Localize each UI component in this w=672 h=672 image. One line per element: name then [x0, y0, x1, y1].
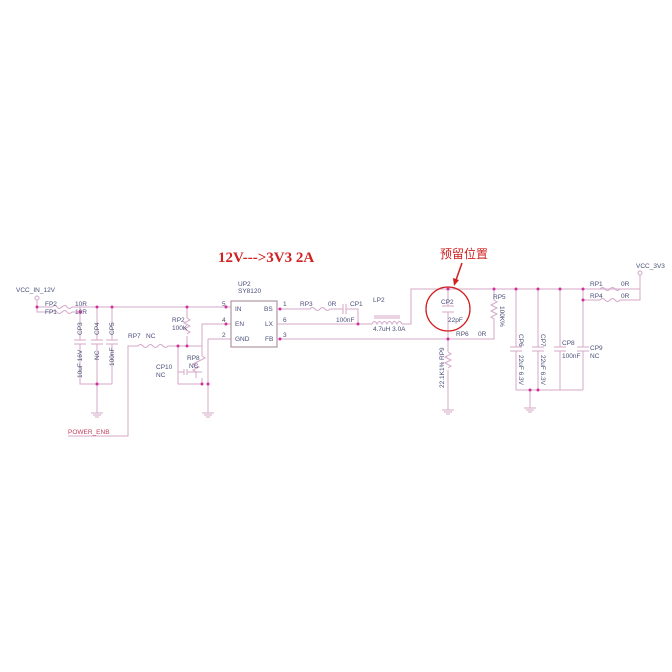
rp2-ref: RP2 — [172, 317, 185, 324]
pin-bs: BS — [264, 306, 273, 313]
rp5-value: 100K% — [498, 306, 505, 327]
cp5-ref: CP5 — [109, 322, 116, 335]
cp10-value: NC — [156, 372, 166, 379]
ground-icon — [201, 404, 215, 418]
rp9-value: 22.1K1% — [439, 361, 446, 388]
cp6-ref: CP6 — [517, 334, 524, 347]
rp6-ref: RP6 — [456, 331, 469, 338]
rp7-ref: RP7 — [128, 333, 141, 340]
rp5-ref: RP5 — [493, 294, 506, 301]
ic-part: SY8120 — [238, 288, 262, 295]
rp8-value: NC — [189, 363, 199, 370]
cp4-value: NC — [94, 350, 101, 360]
wires-output — [510, 275, 641, 400]
cp5-value: 100nF — [109, 348, 116, 366]
annotation-arrow — [455, 262, 463, 281]
rp7-value: NC — [146, 333, 156, 340]
pin-in: IN — [235, 306, 242, 313]
fp2-value: 10R — [75, 301, 87, 308]
rp3-ref: RP3 — [300, 301, 313, 308]
cp10-ref: CP10 — [156, 364, 173, 371]
ground-icon — [90, 404, 104, 418]
cp1-ref: CP1 — [350, 301, 363, 308]
pin-num-lx: 6 — [283, 317, 287, 324]
title: 12V--->3V3 2A — [218, 250, 314, 266]
port-vin-icon — [34, 295, 40, 301]
cp6-value: 22uF 6.3V — [517, 355, 524, 386]
cp7-value: 22uF 6.3V — [539, 355, 546, 386]
ground-icon — [523, 399, 537, 413]
rp1-ref: RP1 — [590, 281, 603, 288]
ic-ref: UP2 — [238, 281, 251, 288]
pin-num-gnd: 2 — [222, 332, 226, 339]
cp8-value: 100nF — [562, 353, 580, 360]
port-vout-icon — [637, 270, 643, 276]
cp1-value: 100nF — [336, 317, 354, 324]
junctions — [35, 287, 585, 392]
net-enable: POWER_ENB — [68, 429, 110, 436]
pin-num-en: 4 — [222, 317, 226, 324]
cp3-value: 10uF 16V — [77, 349, 84, 378]
fp2-ref: FP2 — [45, 301, 57, 308]
ground-icon — [441, 401, 455, 415]
rp9-ref: RP9 — [439, 347, 446, 360]
cp2-ref: CP2 — [441, 299, 454, 306]
rp8-ref: RP8 — [187, 355, 200, 362]
pin-en: EN — [235, 321, 244, 328]
cp9-value: NC — [590, 353, 600, 360]
lp2-value: 4.7uH 3.0A — [373, 326, 406, 333]
net-vin: VCC_IN_12V — [16, 287, 56, 294]
reserved-circle — [425, 286, 471, 332]
cp2-value: 22pF — [448, 317, 463, 324]
wires-enable — [68, 307, 231, 437]
rp1-value: 0R — [621, 281, 630, 288]
wires-switch — [277, 288, 640, 402]
rp2-value: 100K — [172, 325, 188, 332]
cp9-ref: CP9 — [590, 345, 603, 352]
cp7-ref: CP7 — [539, 334, 546, 347]
pin-num-fb: 3 — [283, 332, 287, 339]
cp8-ref: CP8 — [562, 340, 575, 347]
pin-fb: FB — [265, 336, 273, 343]
annotation-reserved: 预留位置 — [440, 246, 488, 261]
net-vout: VCC_3V3 — [636, 263, 665, 270]
rp3-value: 0R — [328, 301, 337, 308]
rp4-ref: RP4 — [590, 293, 603, 300]
pin-num-bs: 1 — [283, 301, 287, 308]
pin-gnd: GND — [235, 336, 250, 343]
rp6-value: 0R — [478, 331, 487, 338]
pin-lx: LX — [265, 321, 274, 328]
arrow-head-icon — [453, 278, 459, 286]
cp3-ref: CP3 — [77, 322, 84, 335]
rp4-value: 0R — [621, 293, 630, 300]
pin-num-in: 5 — [222, 301, 226, 308]
lp2-ref: LP2 — [373, 297, 385, 304]
fp1-ref: FP1 — [45, 309, 57, 316]
cp4-ref: CP4 — [94, 322, 101, 335]
